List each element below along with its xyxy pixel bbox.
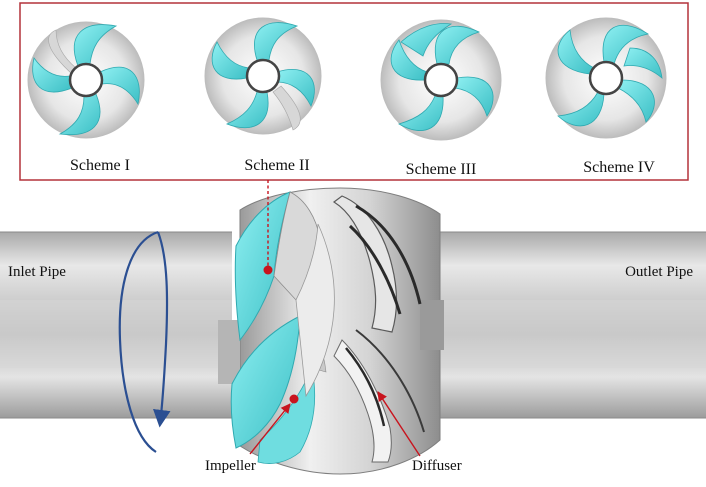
- scheme-3-impeller-icon: [380, 19, 502, 141]
- scheme-4-impeller-icon: [545, 17, 667, 139]
- inlet-pipe: [0, 231, 232, 419]
- scheme-2-impeller-icon: [204, 17, 322, 135]
- outlet-pipe-label: Outlet Pipe: [625, 264, 693, 280]
- red-dot-marker-icon: [289, 394, 299, 404]
- impeller: [230, 191, 335, 464]
- scheme-4-label: Scheme IV: [583, 159, 655, 176]
- scheme-1-label: Scheme I: [70, 157, 130, 174]
- curved-rotation-arrow-icon: [118, 230, 171, 453]
- scheme-1-impeller-icon: [27, 21, 145, 139]
- inlet-pipe-label: Inlet Pipe: [8, 264, 66, 280]
- impeller-label: Impeller: [205, 458, 256, 474]
- scheme-2-label: Scheme II: [244, 157, 309, 174]
- red-dot-marker-icon: [263, 265, 273, 275]
- diffuser-label: Diffuser: [412, 458, 462, 474]
- impeller-pointer-arrow: [249, 403, 291, 455]
- outlet-pipe: [430, 231, 706, 419]
- diffuser-pointer-arrow: [377, 391, 421, 457]
- diffuser: [332, 195, 425, 463]
- scheme-3-label: Scheme III: [406, 161, 477, 178]
